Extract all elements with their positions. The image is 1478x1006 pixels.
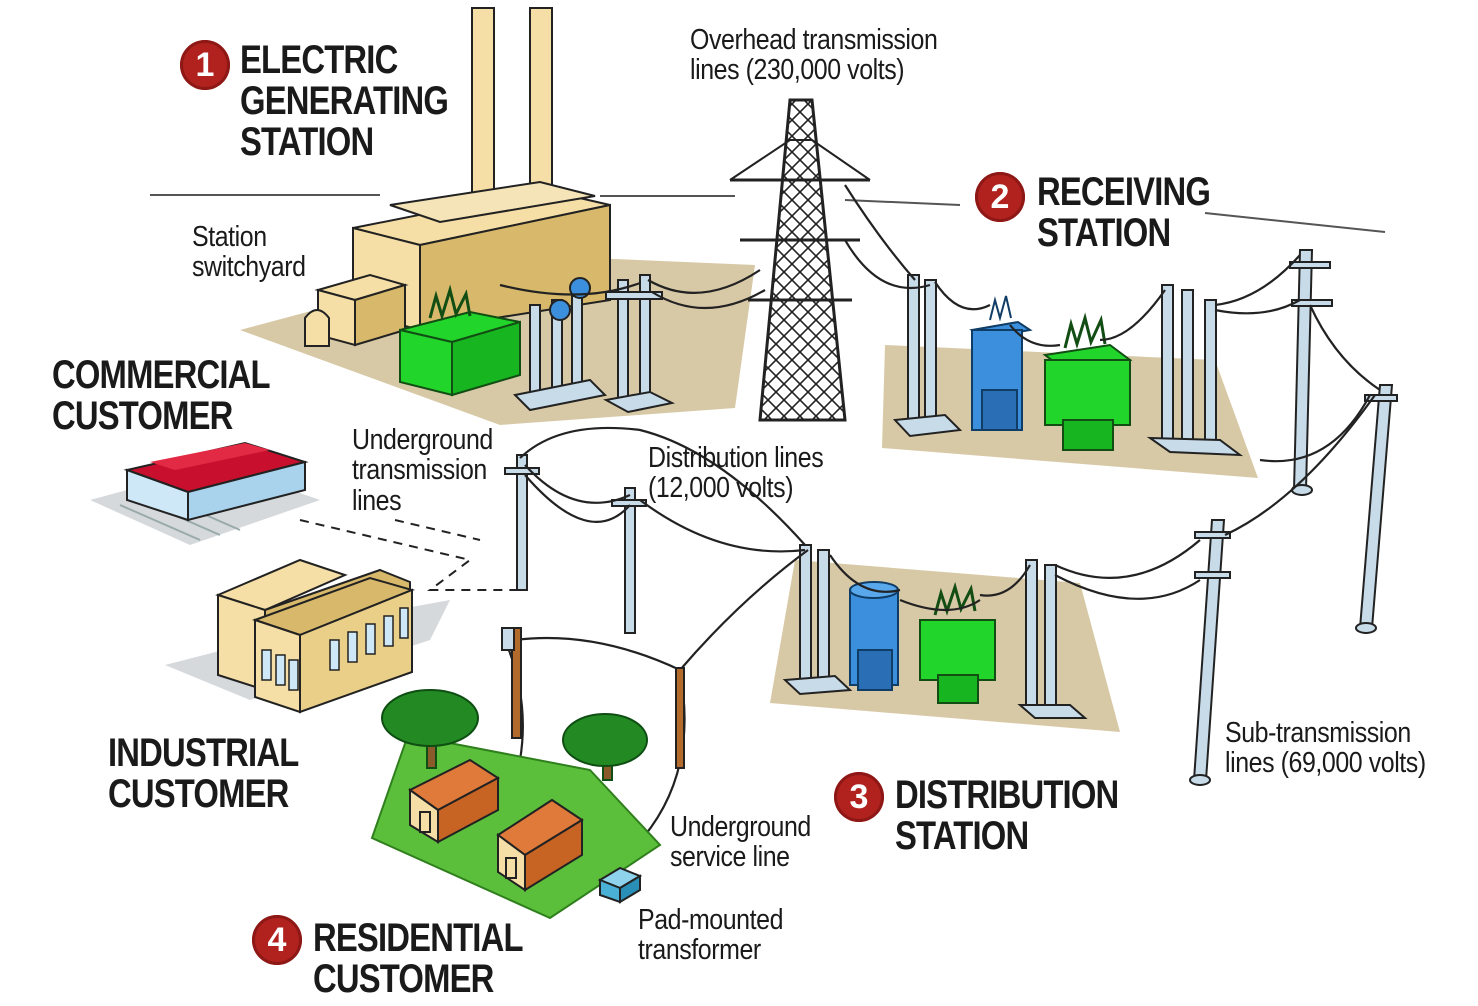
sub-transmission-line-2: lines (69,000 volts) (1225, 747, 1426, 780)
commercial-customer-label: COMMERCIAL CUSTOMER (52, 353, 271, 438)
step-badge-2: 2 (975, 172, 1025, 222)
underground-lines (299, 519, 520, 591)
pad-mounted-transformer-icon (597, 866, 643, 904)
residential-customer-label: RESIDENTIAL CUSTOMER (313, 918, 523, 1000)
service-pole (501, 627, 685, 769)
distribution-lines-label: Distribution lines (12,000 volts) (648, 442, 824, 505)
residential-customer-line-1: RESIDENTIAL (313, 916, 523, 960)
underground-transmission-line-3: lines (352, 484, 402, 517)
commercial-customer-line-2: CUSTOMER (52, 393, 233, 438)
distribution-station-line-1: DISTRIBUTION (895, 773, 1119, 817)
pad-mounted-transformer-label: Pad-mounted transformer (638, 905, 783, 966)
underground-service-line-1: Underground (670, 811, 811, 843)
distribution-station-illustration (770, 544, 1120, 732)
step-badge-1: 1 (180, 40, 230, 90)
station-switchyard-line-2: switchyard (192, 251, 306, 284)
generating-station-label: ELECTRIC GENERATING STATION (240, 38, 449, 164)
pad-mounted-line-1: Pad-mounted (638, 904, 784, 936)
receiving-station-illustration (882, 274, 1258, 478)
transmission-tower (729, 98, 871, 422)
sub-transmission-label: Sub-transmission lines (69,000 volts) (1225, 718, 1426, 779)
commercial-customer-line-1: COMMERCIAL (52, 353, 271, 397)
station-switchyard-label: Station switchyard (192, 222, 306, 283)
distribution-station-line-2: STATION (895, 813, 1029, 858)
generating-station-line-1: ELECTRIC (240, 38, 398, 82)
industrial-customer-line-2: CUSTOMER (108, 771, 289, 816)
overhead-transmission-label: Overhead transmission lines (230,000 vol… (690, 24, 938, 87)
pad-mounted-line-2: transformer (638, 934, 761, 967)
power-wires (499, 184, 1381, 851)
distribution-poles (504, 454, 647, 634)
overhead-transmission-line-1: Overhead transmission (690, 24, 938, 56)
overhead-transmission-line-2: lines (230,000 volts) (690, 54, 905, 87)
generating-station-illustration (240, 7, 755, 425)
distribution-station-label: DISTRIBUTION STATION (895, 773, 1119, 858)
receiving-station-label: RECEIVING STATION (1037, 170, 1211, 255)
distribution-lines-line-1: Distribution lines (648, 442, 824, 474)
residential-customer-line-2: CUSTOMER (313, 956, 494, 1001)
underground-service-label: Underground service line (670, 812, 811, 873)
sub-transmission-poles (1189, 249, 1398, 786)
trees (381, 689, 648, 781)
sub-transmission-line-1: Sub-transmission (1225, 717, 1411, 749)
commercial-building-illustration (90, 441, 320, 545)
underground-transmission-line-2: transmission (352, 454, 487, 487)
underground-transmission-label: Underground transmission lines (352, 424, 493, 517)
generating-station-line-2: GENERATING (240, 78, 449, 123)
generating-station-line-3: STATION (240, 119, 374, 164)
industrial-building-illustration (165, 558, 450, 714)
industrial-customer-line-1: INDUSTRIAL (108, 731, 299, 775)
station-switchyard-line-1: Station (192, 221, 267, 253)
receiving-station-line-1: RECEIVING (1037, 170, 1211, 214)
underground-transmission-line-1: Underground (352, 424, 493, 456)
underground-service-line-2: service line (670, 841, 790, 874)
residential-area-illustration (370, 689, 662, 920)
distribution-lines-line-2: (12,000 volts) (648, 472, 794, 505)
step-badge-4: 4 (252, 915, 302, 965)
divider-lines (150, 194, 1386, 233)
industrial-customer-label: INDUSTRIAL CUSTOMER (108, 731, 299, 816)
step-badge-3: 3 (834, 772, 884, 822)
receiving-station-line-2: STATION (1037, 210, 1171, 255)
